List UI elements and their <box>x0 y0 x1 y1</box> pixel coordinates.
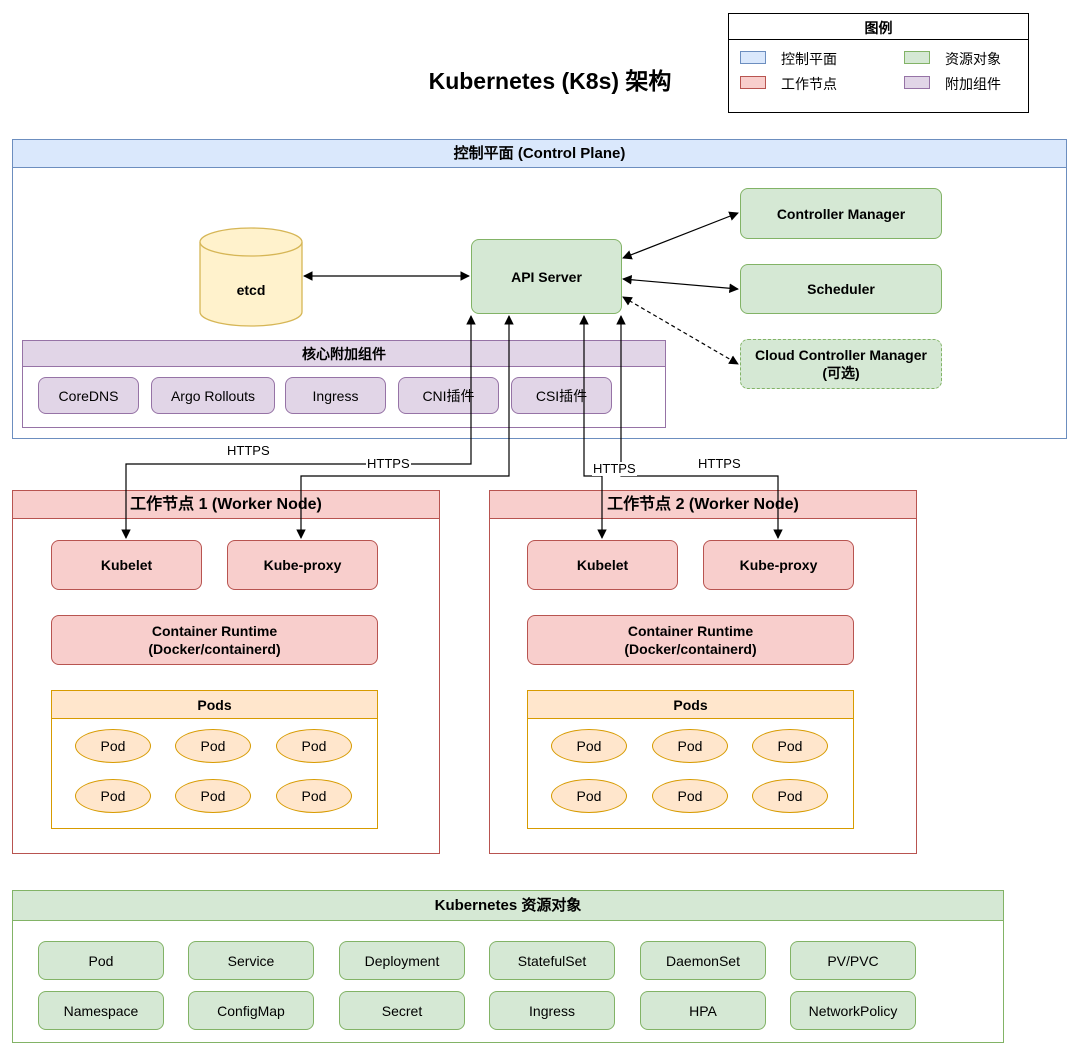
resource-pod[interactable]: Pod <box>38 941 164 980</box>
worker-node-1-runtime-line1: Container Runtime <box>151 623 278 639</box>
edge-label-https: HTTPS <box>366 456 411 471</box>
worker-node-1-container-runtime[interactable]: Container Runtime (Docker/containerd) <box>51 615 378 665</box>
resource-pv-pvc[interactable]: PV/PVC <box>790 941 916 980</box>
legend-label-addon: 附加组件 <box>945 76 1001 92</box>
resource-deployment[interactable]: Deployment <box>339 941 465 980</box>
legend-swatch-worker-node <box>740 76 766 89</box>
resource-namespace[interactable]: Namespace <box>38 991 164 1030</box>
resource-networkpolicy[interactable]: NetworkPolicy <box>790 991 916 1030</box>
worker-node-2-pod[interactable]: Pod <box>752 729 828 763</box>
legend-label-resource: 资源对象 <box>945 51 1001 67</box>
edge-api-server-kube-proxy-1 <box>296 315 514 539</box>
legend-label-control-plane: 控制平面 <box>781 51 837 67</box>
api-server-node[interactable]: API Server <box>471 239 622 314</box>
etcd-cylinder[interactable] <box>198 226 304 330</box>
resource-configmap[interactable]: ConfigMap <box>188 991 314 1030</box>
worker-node-2-pod[interactable]: Pod <box>652 729 728 763</box>
worker-node-2-kube-proxy[interactable]: Kube-proxy <box>703 540 854 590</box>
cloud-controller-manager-label: Cloud Controller Manager <box>755 347 927 363</box>
edge-api-server-kubelet-1 <box>121 315 476 539</box>
edge-label-https: HTTPS <box>226 443 271 458</box>
worker-node-1-pod[interactable]: Pod <box>175 779 251 813</box>
edge-api-server-kube-proxy-2 <box>616 315 783 539</box>
diagram-title: Kubernetes (K8s) 架构 <box>428 68 672 94</box>
worker-node-2-runtime-line2: (Docker/containerd) <box>624 641 757 657</box>
edge-api-server-controller-manager <box>622 211 739 260</box>
worker-node-1-pod[interactable]: Pod <box>175 729 251 763</box>
worker-node-2-pod[interactable]: Pod <box>551 729 627 763</box>
worker-node-1-kubelet[interactable]: Kubelet <box>51 540 202 590</box>
worker-node-1-pods-title: Pods <box>52 691 377 719</box>
legend: 图例 控制平面 资源对象 工作节点 附加组件 <box>728 13 1029 113</box>
worker-node-1-pod[interactable]: Pod <box>75 729 151 763</box>
worker-node-1-kube-proxy[interactable]: Kube-proxy <box>227 540 378 590</box>
worker-node-2-container-runtime[interactable]: Container Runtime (Docker/containerd) <box>527 615 854 665</box>
worker-node-2-pod[interactable]: Pod <box>752 779 828 813</box>
worker-node-2-pod[interactable]: Pod <box>652 779 728 813</box>
legend-swatch-control-plane <box>740 51 766 64</box>
resource-ingress[interactable]: Ingress <box>489 991 615 1030</box>
legend-label-worker-node: 工作节点 <box>781 76 837 92</box>
legend-swatch-addon <box>904 76 930 89</box>
legend-title: 图例 <box>864 20 893 36</box>
resource-service[interactable]: Service <box>188 941 314 980</box>
legend-divider <box>729 39 1028 40</box>
resource-daemonset[interactable]: DaemonSet <box>640 941 766 980</box>
scheduler-node[interactable]: Scheduler <box>740 264 942 314</box>
control-plane-title: 控制平面 (Control Plane) <box>13 140 1066 168</box>
worker-node-1-pod[interactable]: Pod <box>276 779 352 813</box>
controller-manager-node[interactable]: Controller Manager <box>740 188 942 239</box>
worker-node-1-pod[interactable]: Pod <box>75 779 151 813</box>
resources-title: Kubernetes 资源对象 <box>13 891 1003 921</box>
resource-statefulset[interactable]: StatefulSet <box>489 941 615 980</box>
resource-secret[interactable]: Secret <box>339 991 465 1030</box>
resource-hpa[interactable]: HPA <box>640 991 766 1030</box>
cloud-controller-manager-note: (可选) <box>822 365 860 381</box>
legend-swatch-resource <box>904 51 930 64</box>
worker-node-2-runtime-line1: Container Runtime <box>627 623 754 639</box>
edge-api-server-scheduler <box>622 274 739 294</box>
edge-api-server-cloud-controller-manager <box>622 296 739 365</box>
worker-node-2-kubelet[interactable]: Kubelet <box>527 540 678 590</box>
worker-node-2-pods-title: Pods <box>528 691 853 719</box>
worker-node-1-runtime-line2: (Docker/containerd) <box>148 641 281 657</box>
edge-api-server-kubelet-2 <box>579 315 607 539</box>
etcd-label: etcd <box>236 282 266 298</box>
worker-node-2-pod[interactable]: Pod <box>551 779 627 813</box>
worker-node-1-pod[interactable]: Pod <box>276 729 352 763</box>
edge-label-https: HTTPS <box>697 456 742 471</box>
edge-label-https: HTTPS <box>592 461 637 476</box>
